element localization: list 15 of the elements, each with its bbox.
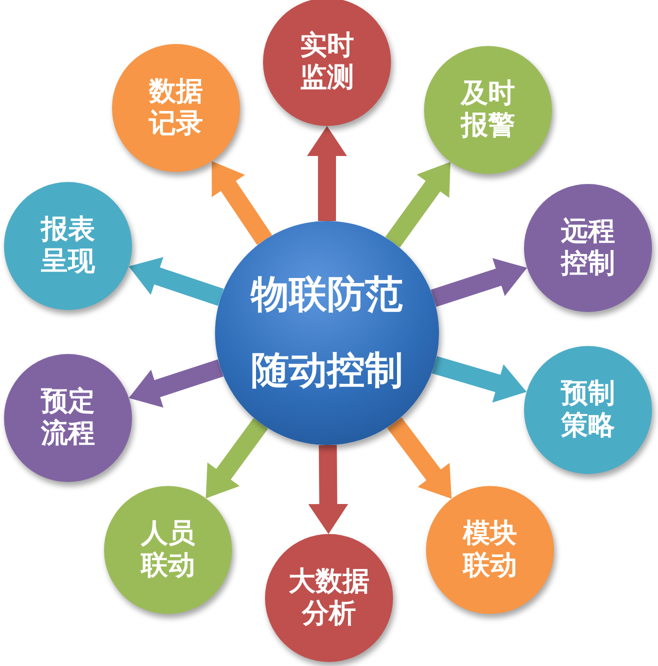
node-label: 数据记录 <box>148 76 204 140</box>
node-label: 预定流程 <box>40 386 96 450</box>
block-arrow <box>308 444 348 534</box>
node-label: 大数据分析 <box>288 566 370 630</box>
node-label: 人员联动 <box>139 518 196 582</box>
node-label: 模块联动 <box>461 518 518 582</box>
node-label: 随动控制 <box>250 348 404 394</box>
node-label: 及时报警 <box>459 78 516 142</box>
node-label: 物联防范 <box>249 272 404 318</box>
node-label: 远程控制 <box>559 216 616 280</box>
node-label: 预制策略 <box>560 378 616 442</box>
block-arrow <box>307 126 347 221</box>
node-label: 实时监测 <box>299 30 355 94</box>
node-label: 报表呈现 <box>39 214 96 278</box>
circle-node <box>263 0 391 126</box>
